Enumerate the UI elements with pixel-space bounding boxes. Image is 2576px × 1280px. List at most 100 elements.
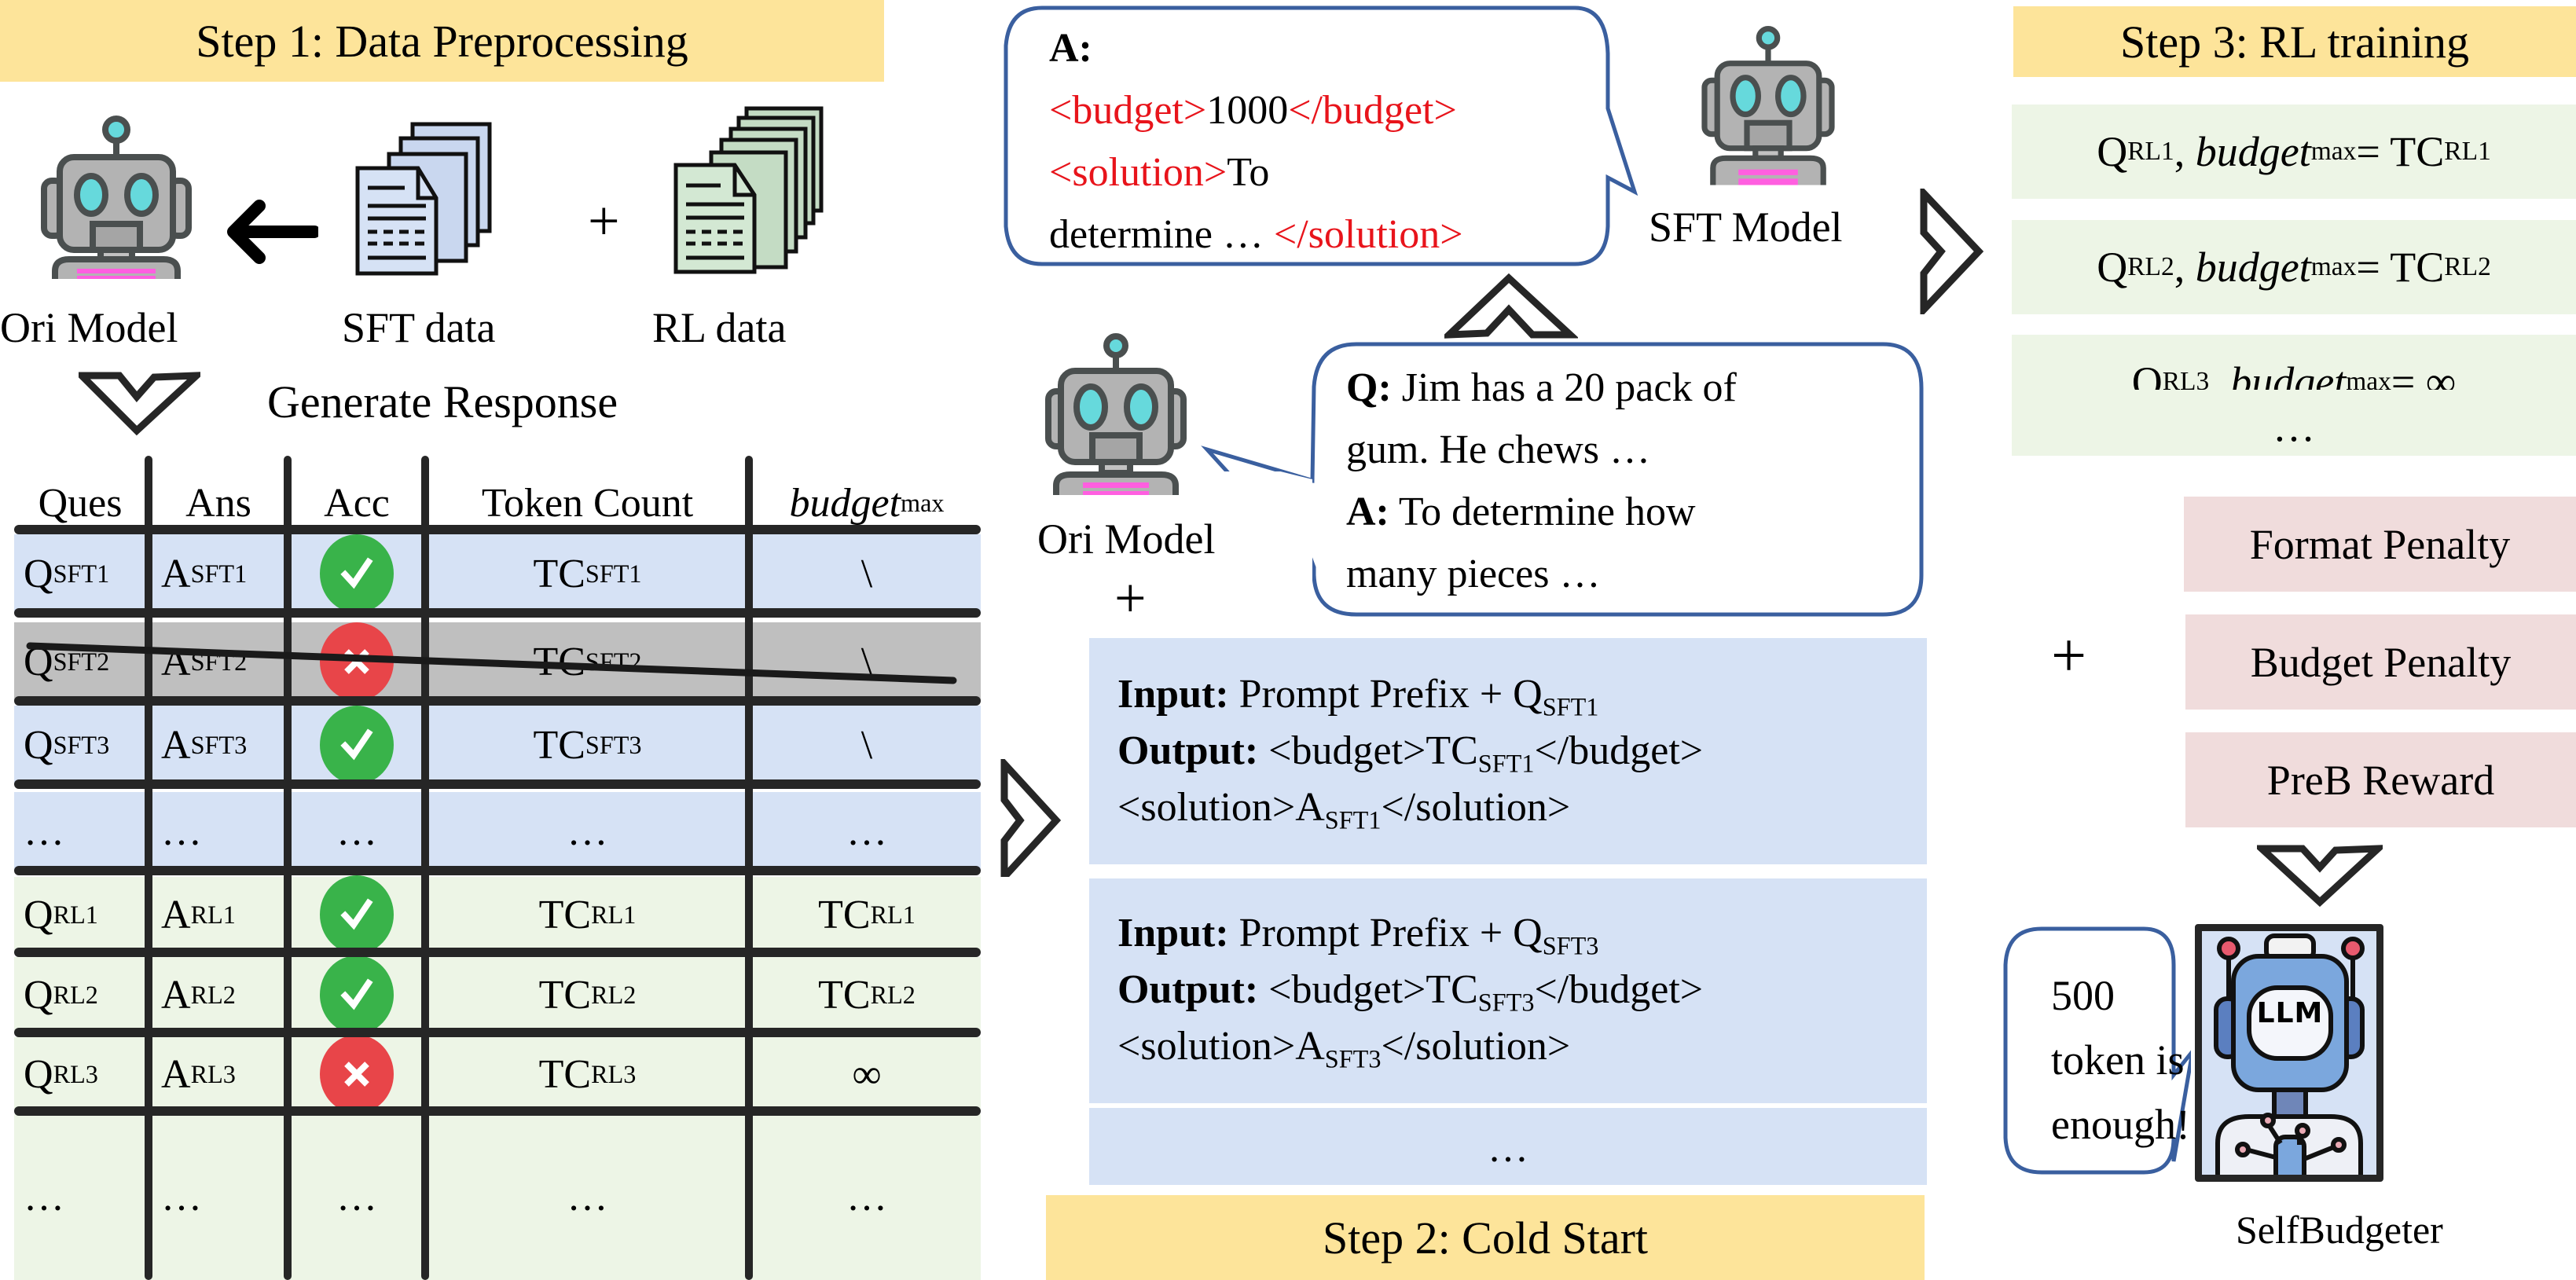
cell-main-text: Q [24, 722, 53, 768]
input-label: Input: [1117, 911, 1229, 955]
cell-main-text: … [161, 809, 202, 854]
table-row-divider [14, 1028, 981, 1037]
plus-sign: + [588, 189, 620, 252]
reward-format-penalty: Format Penalty [2184, 497, 2576, 592]
step3-header: Step 3: RL training [2013, 6, 2576, 77]
cell-budget-max: \ [753, 706, 981, 784]
cell-accuracy [291, 706, 423, 784]
cell-budget-max: \ [753, 534, 981, 613]
cell-main-text: TC [818, 972, 871, 1018]
cell-main-text: Q [24, 551, 53, 596]
table-row: …………… [14, 1114, 981, 1280]
ori-model-label-step2: Ori Model [1037, 515, 1216, 563]
solution-start: To [1227, 150, 1270, 195]
cold-start-sample-1: Input: Prompt Prefix + QSFT1 Output: <bu… [1089, 638, 1927, 864]
sft-data-label: SFT data [342, 304, 496, 351]
table-column-divider [145, 456, 152, 1280]
ori-model-robot-icon [41, 116, 192, 279]
final-bubble-line1: 500 [2051, 972, 2115, 1019]
check-icon [320, 875, 394, 954]
rl-q: Q [2097, 244, 2128, 291]
ori-model-robot-icon-step2 [1045, 333, 1187, 495]
cell-question: … [14, 1114, 146, 1280]
cell-budget-max: ∞ [753, 1037, 981, 1111]
rl-data-label: RL data [652, 304, 787, 351]
a-label: A: [1346, 490, 1389, 534]
preb-reward-label: PreB Reward [2266, 756, 2495, 804]
table-row-divider [14, 1106, 981, 1116]
budget-value: 1000 [1206, 88, 1289, 133]
solution-close: </solution> [1381, 785, 1571, 830]
llm-badge: LLM [2256, 997, 2324, 1029]
ori-question-bubble [1201, 342, 1924, 617]
right-chevron-icon [1920, 189, 1984, 314]
q-line1: Jim has a 20 pack of [1391, 365, 1737, 410]
sft-bubble-a-label: A: [1049, 26, 1092, 71]
step1-title: Step 1: Data Preprocessing [196, 15, 688, 67]
final-speech-bubble [2003, 926, 2191, 1175]
step3-title: Step 3: RL training [2119, 16, 2470, 68]
output-close: </budget> [1534, 728, 1704, 773]
cell-main-text: A [161, 972, 191, 1018]
solution-open: <solution>A [1117, 1024, 1325, 1069]
solution-open: <solution>A [1117, 785, 1325, 830]
output-sub: SFT3 [1477, 988, 1535, 1017]
comma: , [2174, 244, 2196, 291]
ellipsis: … [336, 1175, 377, 1219]
cell-token-count: … [428, 792, 747, 871]
cell-main-text: A [161, 639, 191, 684]
cell-main-text: TC [533, 722, 585, 768]
cold-start-more: … [1089, 1108, 1927, 1185]
format-penalty-label: Format Penalty [2249, 520, 2511, 568]
plus-sign-step2: + [1114, 567, 1147, 629]
table-row-divider [14, 696, 981, 706]
cell-question: … [14, 792, 146, 871]
rl-eq: = TC [2356, 128, 2445, 175]
output-open: <budget>TC [1258, 967, 1478, 1012]
solution-cont: determine … [1049, 212, 1264, 257]
sft-answer-bubble [1004, 6, 1638, 266]
input-label: Input: [1117, 672, 1229, 717]
reward-preb: PreB Reward [2185, 732, 2576, 827]
a-line1: To determine how [1389, 490, 1696, 534]
ellipsis: … [336, 809, 377, 854]
output-label: Output: [1117, 967, 1259, 1012]
arrow-left-icon [227, 200, 318, 264]
rl-more-ellipsis: … [2273, 403, 2315, 450]
cell-main-text: A [161, 722, 191, 768]
cell-main-text: ∞ [852, 1051, 882, 1097]
solution-sub: SFT1 [1324, 805, 1382, 834]
rl-q: Q [2097, 128, 2128, 175]
selfbudgeter-robot-icon: LLM [2195, 924, 2383, 1182]
cell-main-text: TC [538, 972, 592, 1018]
header-acc: Acc [324, 480, 390, 526]
table-row-divider [14, 866, 981, 875]
header-token-count: Token Count [481, 480, 694, 526]
plus-sign-step3: + [2051, 622, 2087, 691]
output-close: </budget> [1534, 967, 1704, 1012]
cell-main-text: A [161, 1051, 191, 1097]
budget-open-tag: <budget> [1049, 88, 1207, 133]
cell-main-text: \ [861, 722, 873, 768]
table-column-divider [745, 456, 753, 1280]
rl-budget: budget [2195, 244, 2311, 291]
sft-model-label: SFT Model [1649, 204, 1843, 251]
right-chevron-icon-step2 [1000, 759, 1062, 877]
cell-accuracy [291, 534, 423, 613]
